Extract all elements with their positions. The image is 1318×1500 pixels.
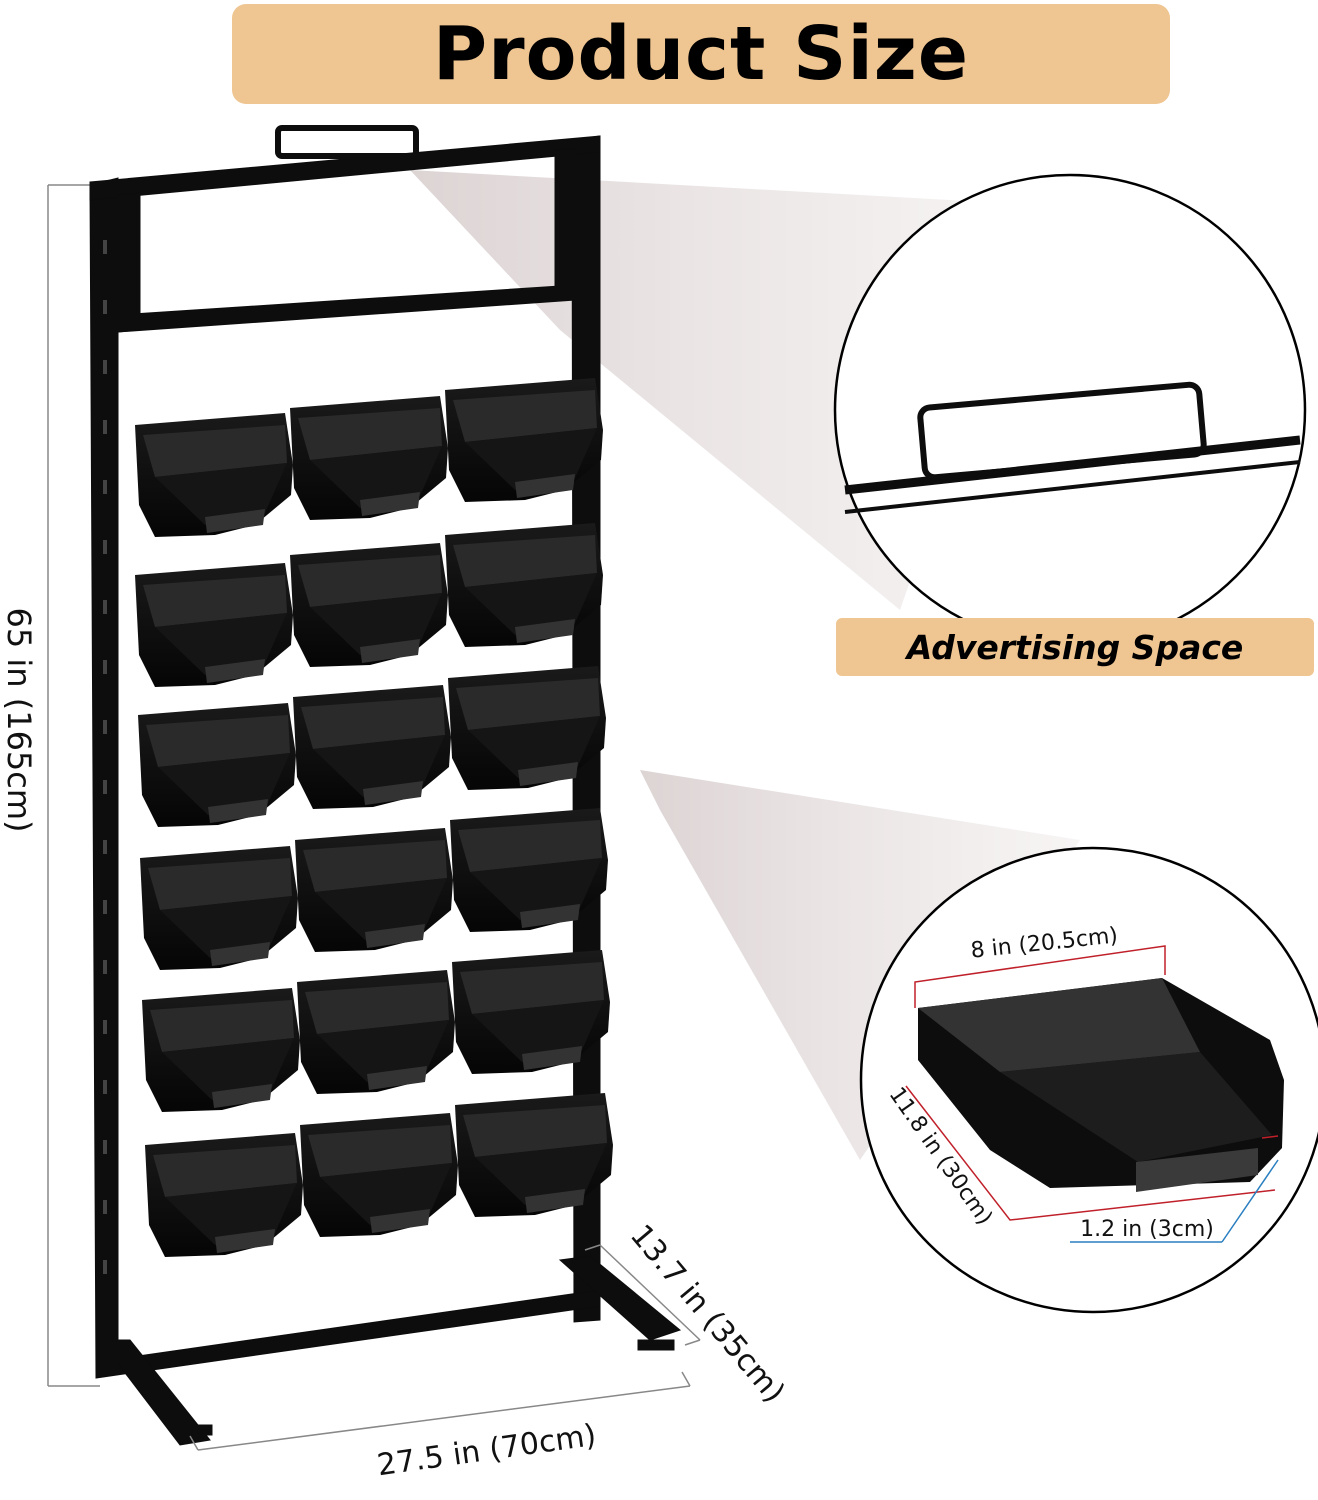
tray-row-3 bbox=[138, 666, 606, 827]
tray bbox=[145, 1133, 303, 1257]
zoom-circle-tray bbox=[859, 846, 1318, 1314]
depth-dimension-line bbox=[584, 1244, 701, 1346]
tray-grid bbox=[135, 378, 613, 1257]
tray bbox=[293, 685, 451, 809]
tray bbox=[300, 1113, 458, 1237]
tray-row-6 bbox=[145, 1093, 613, 1257]
tray bbox=[290, 396, 448, 520]
tray bbox=[290, 543, 448, 667]
tray bbox=[142, 988, 300, 1112]
width-dimension-line bbox=[189, 1371, 691, 1451]
title-banner: Product Size bbox=[232, 4, 1170, 104]
tray bbox=[135, 563, 293, 687]
tray-row-1 bbox=[135, 378, 603, 537]
advertising-label: Advertising Space bbox=[906, 627, 1244, 667]
tray-lip-label: 1.2 in (3cm) bbox=[1080, 1217, 1214, 1242]
tray bbox=[295, 828, 453, 952]
width-label: 27.5 in (70cm) bbox=[375, 1418, 598, 1483]
advertising-banner: Advertising Space bbox=[836, 618, 1314, 676]
tray-row-2 bbox=[135, 523, 603, 687]
tray-row-5 bbox=[142, 950, 610, 1112]
height-label: 65 in (165cm) bbox=[0, 607, 38, 832]
tray-row-4 bbox=[140, 808, 608, 970]
page-title: Product Size bbox=[432, 11, 970, 97]
zoom-circle-handle bbox=[833, 173, 1307, 647]
tray bbox=[138, 703, 296, 827]
tray bbox=[135, 413, 293, 537]
zoom-beam-bottom bbox=[640, 770, 1080, 1160]
tray bbox=[297, 970, 455, 1094]
tray bbox=[140, 846, 298, 970]
